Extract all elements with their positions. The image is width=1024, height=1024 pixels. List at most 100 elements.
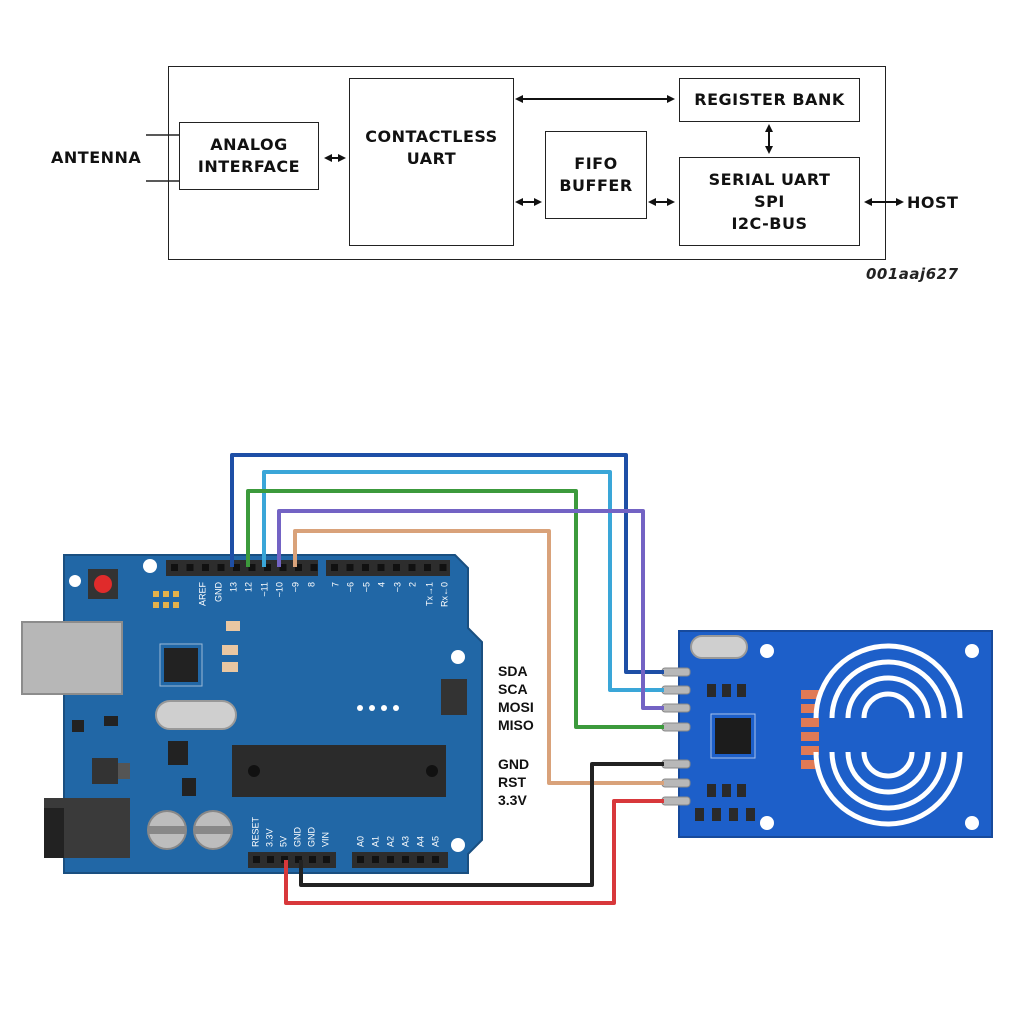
power-header: [248, 852, 336, 868]
rfid-smd-part: [746, 808, 755, 821]
power-pin-label: 5V: [278, 836, 288, 847]
rfid-smd-part: [712, 808, 721, 821]
chip-notch: [426, 765, 438, 777]
pad-group: [153, 602, 159, 608]
digital-pin-label: Rx←0: [439, 582, 449, 607]
rfid-resistor: [801, 690, 819, 699]
power-pin-label: VIN: [320, 832, 330, 847]
block-diagram-connectors: [146, 95, 904, 206]
header-pin: [186, 564, 194, 571]
pad-group: [153, 591, 159, 597]
rfid-resistor: [801, 718, 819, 727]
header-pin: [346, 564, 354, 571]
led: [357, 705, 363, 711]
capacitor-band: [194, 826, 232, 834]
crystal: [155, 700, 237, 730]
rfid-antenna-arc: [845, 751, 931, 795]
reset-button: [94, 575, 112, 593]
digital-pin-label: 8: [306, 582, 316, 587]
dc-jack-plug: [44, 808, 64, 858]
smd-pad: [222, 645, 238, 655]
analog-pin-label: A4: [415, 836, 425, 847]
rfid-antenna-arc: [861, 691, 915, 719]
rfid-smd-part: [695, 808, 704, 821]
header-pin: [323, 856, 330, 863]
header-pin: [408, 564, 416, 571]
board-hole: [451, 650, 465, 664]
smd-pad: [222, 662, 238, 672]
smd-chip: [168, 741, 188, 765]
rfid-smd-part: [707, 684, 716, 697]
rfid-chip-border: [710, 713, 756, 759]
rfid-smd-components: [695, 684, 819, 821]
header-pin: [362, 564, 369, 571]
rfid-hole: [760, 644, 774, 658]
header-pin: [402, 856, 409, 863]
rfid-pin: [661, 722, 691, 732]
wire-sda: [230, 453, 664, 674]
pad-group: [163, 591, 169, 597]
module-pin-labels: SDA SCA MOSI MISO GND RST 3.3V: [498, 663, 534, 808]
digital-pin-label: 12: [243, 582, 253, 592]
rfid-antenna-arc: [829, 751, 947, 811]
header-pin: [357, 856, 364, 863]
rfid-antenna-coil: [813, 643, 963, 827]
digital-pin-label: ~3: [392, 582, 402, 592]
rfid-pin: [661, 703, 691, 713]
power-pin-label: RESET: [250, 816, 260, 847]
analog-pin-label: A1: [370, 836, 380, 847]
serial-interface-block: SERIAL UART SPI I2C-BUS: [679, 157, 860, 246]
regulator-tab: [118, 763, 130, 779]
rfid-header-pins: [661, 667, 691, 806]
wire-rst: [293, 529, 664, 785]
board-hole: [69, 575, 81, 587]
digital-pin-label: 13: [228, 582, 238, 592]
rfid-pin: [661, 778, 691, 788]
rfid-smd-part: [737, 684, 746, 697]
rfid-smd-part: [722, 684, 731, 697]
pin-label-gnd: GND: [498, 756, 529, 772]
usb-chip: [164, 648, 198, 682]
header-pin: [295, 564, 302, 571]
header-pin: [202, 564, 209, 571]
header-pin: [217, 564, 225, 571]
pad-group: [173, 591, 179, 597]
fifo-buffer-block: FIFO BUFFER: [545, 131, 647, 219]
host-label: HOST: [907, 193, 959, 212]
rfid-antenna-arc: [829, 659, 947, 719]
rfid-pin: [661, 685, 691, 695]
header-pin: [264, 564, 271, 571]
rfid-smd-part: [707, 784, 716, 797]
wire-mosi: [246, 489, 664, 729]
pin-label-mosi: MOSI: [498, 699, 534, 715]
digital-header-right: [326, 560, 450, 576]
header-pin: [424, 564, 431, 571]
digital-pin-label: ~11: [259, 582, 269, 597]
atmega-chip: [232, 745, 446, 797]
rfid-smd-part: [729, 808, 738, 821]
register-bank-block: REGISTER BANK: [679, 78, 860, 122]
contactless-uart-block: CONTACTLESS UART: [349, 78, 514, 246]
usb-chip-border: [159, 643, 203, 687]
rfid-antenna-arc: [813, 751, 963, 827]
wire-sca: [262, 470, 664, 692]
header-pin: [432, 856, 439, 863]
chip-notch: [248, 765, 260, 777]
smd-chip: [72, 720, 84, 732]
rfid-smd-part: [722, 784, 731, 797]
analog-pin-label: A2: [385, 836, 395, 847]
wire-gnd: [299, 762, 664, 887]
analog-interface-block: ANALOG INTERFACE: [179, 122, 319, 190]
digital-pin-label: Tx→1: [424, 582, 434, 606]
smd-chip: [104, 716, 118, 726]
header-pin: [253, 856, 260, 863]
led: [381, 705, 387, 711]
digital-pin-label: ~5: [361, 582, 371, 592]
rfid-pin: [661, 667, 691, 677]
digital-pin-label: GND: [213, 582, 223, 603]
capacitor-band: [148, 826, 186, 834]
power-pin-label: 3.3V: [264, 828, 274, 847]
digital-pin-label: ~6: [345, 582, 355, 592]
